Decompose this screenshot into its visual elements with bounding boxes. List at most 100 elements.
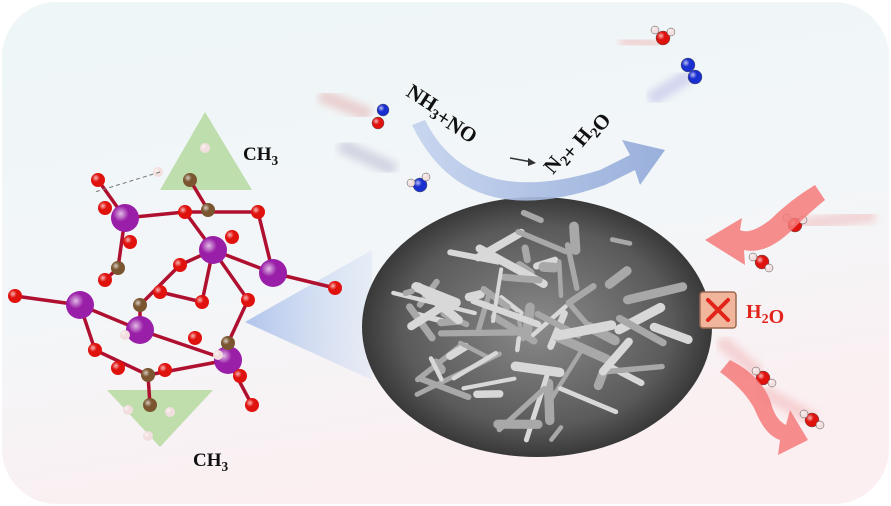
motion-trail	[337, 138, 398, 177]
atom-highlight	[98, 273, 112, 287]
molecular-cluster	[8, 143, 342, 441]
dashed-guide	[94, 171, 161, 193]
atom-highlight	[141, 368, 155, 382]
nh3-molecule	[406, 172, 431, 193]
nanofiber	[428, 356, 444, 382]
nanofiber	[474, 289, 493, 337]
atom-highlight	[111, 204, 139, 232]
atom-highlight	[66, 291, 94, 319]
nanofiber	[416, 375, 472, 401]
bond	[226, 299, 250, 344]
atom-highlight	[200, 143, 210, 153]
atom-highlight	[111, 361, 125, 375]
atom-highlight	[165, 407, 175, 417]
atom-highlight	[123, 235, 137, 249]
nanofiber	[547, 310, 568, 350]
nanofiber	[446, 342, 470, 360]
atom-highlight	[120, 330, 130, 340]
atom-highlight	[143, 398, 157, 412]
atom-highlight	[195, 295, 209, 309]
nanofiber	[414, 282, 463, 325]
atom-highlight	[133, 298, 147, 312]
atom-highlight	[199, 236, 227, 264]
no-molecule	[371, 103, 390, 130]
atom-highlight	[188, 331, 202, 345]
atom-highlight	[98, 201, 112, 215]
nanofiber	[500, 273, 543, 284]
nanofiber	[491, 267, 504, 324]
nanofiber	[437, 329, 526, 337]
atom-highlight	[241, 293, 255, 307]
water-arrow-in	[705, 185, 825, 265]
nanofiber	[558, 386, 619, 415]
atom-highlight	[259, 259, 287, 287]
atom-highlight	[143, 431, 153, 441]
blocked-x-icon	[706, 298, 730, 322]
atom-highlight	[8, 289, 22, 303]
nanofiber	[569, 221, 581, 255]
gas-molecules	[317, 25, 876, 430]
nanofiber	[515, 336, 522, 353]
atom-highlight	[153, 167, 163, 177]
nanofiber	[538, 262, 560, 273]
atom-highlight	[328, 281, 342, 295]
atom-highlight	[158, 363, 172, 377]
nanofiber	[567, 301, 590, 327]
nanofiber	[649, 322, 693, 344]
motion-trail	[646, 69, 694, 106]
nanofiber	[598, 337, 633, 376]
nanofiber	[609, 237, 633, 246]
nanofiber	[543, 378, 555, 426]
atom-highlight	[221, 336, 235, 350]
n2-molecule	[680, 57, 703, 85]
nanofiber	[615, 314, 667, 347]
nanofiber	[546, 348, 584, 406]
nanofiber	[521, 244, 531, 264]
atom-highlight	[178, 205, 192, 219]
zoom-cone	[245, 250, 372, 380]
motion-trail	[317, 88, 373, 122]
reaction-arrow[interactable]	[412, 120, 665, 201]
nanofiber	[464, 290, 485, 302]
nanofiber	[402, 288, 415, 297]
sem-image	[362, 197, 712, 457]
atom-highlight	[245, 398, 259, 412]
methyl-triangle-bottom	[107, 390, 213, 447]
nanofiber	[564, 242, 580, 291]
nanofiber	[515, 229, 569, 255]
water-molecule	[650, 25, 676, 46]
atom-highlight	[88, 343, 102, 357]
motion-trail	[619, 33, 661, 52]
water-arrow-out	[720, 360, 808, 455]
atom-highlight	[173, 258, 187, 272]
nanofiber	[461, 376, 517, 391]
small-arrow-head-icon	[528, 158, 536, 166]
atom-highlight	[126, 316, 154, 344]
nanofiber	[553, 332, 612, 364]
atom-highlight	[225, 230, 239, 244]
nanofiber	[604, 266, 632, 289]
nanofiber	[447, 249, 501, 265]
bond	[159, 290, 203, 304]
water-molecule	[799, 409, 825, 430]
nanofiber	[510, 361, 565, 378]
atom-highlight	[201, 203, 215, 217]
atom-highlight	[251, 205, 265, 219]
nanofiber	[623, 282, 688, 305]
nanofiber	[552, 320, 617, 341]
nanofiber	[451, 350, 499, 381]
nanofiber	[458, 340, 490, 360]
atom-highlight	[183, 173, 197, 187]
atom-highlight	[91, 173, 105, 187]
nanofiber	[556, 259, 564, 298]
nanofiber	[565, 283, 597, 307]
water-blocked-badge	[699, 291, 737, 329]
atom-highlight	[111, 261, 125, 275]
nanofiber	[602, 363, 665, 375]
water-molecule	[751, 366, 777, 388]
nanofiber	[470, 297, 542, 328]
nanofiber	[498, 295, 524, 316]
motion-trail	[799, 208, 876, 232]
